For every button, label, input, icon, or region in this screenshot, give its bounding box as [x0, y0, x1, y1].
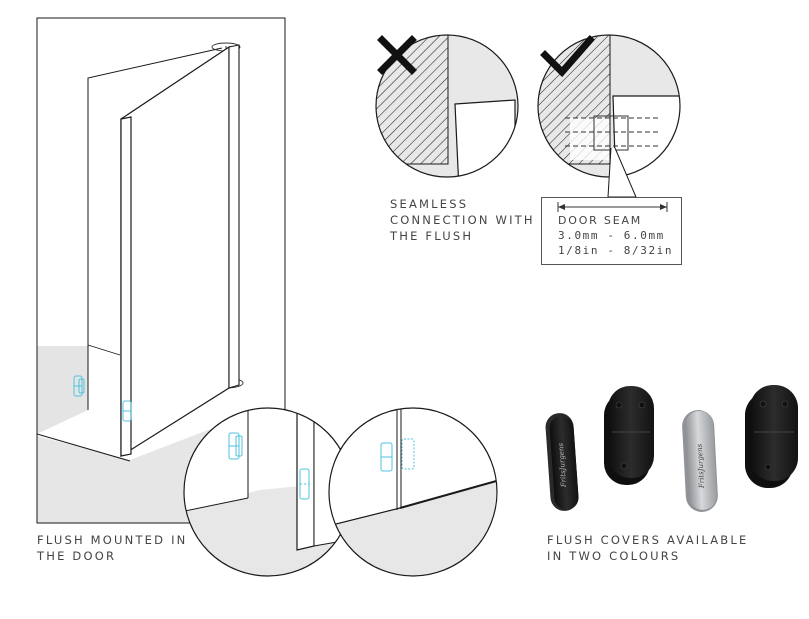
caption-seamless: SEAMLESS CONNECTION WITH THE FLUSH — [390, 196, 535, 244]
flush-covers-product: FritsJurgens FritsJurgens — [545, 385, 798, 512]
caption-flush-mounted: FLUSH MOUNTED IN THE DOOR — [37, 532, 187, 564]
caption-flush-mounted-line-2: THE DOOR — [37, 549, 117, 563]
black-magnet-block — [604, 386, 654, 485]
check-icon — [540, 35, 595, 78]
caption-seamless-line-1: SEAMLESS — [390, 197, 469, 211]
seam-width-arrow — [557, 202, 668, 212]
wall-flush-magnet — [73, 375, 85, 397]
black-magnet-block-2 — [745, 385, 798, 488]
door-seam-metric: 3.0mm - 6.0mm — [558, 229, 665, 242]
detail-circle-incorrect — [375, 34, 519, 178]
caption-seamless-line-2: CONNECTION WITH — [390, 213, 535, 227]
detail-circle-closed-door — [328, 407, 498, 577]
brand-logo-black: FritsJurgens — [557, 442, 568, 488]
room-frame — [36, 17, 286, 524]
brand-logo-steel: FritsJurgens — [696, 443, 706, 489]
door-flush-magnet — [122, 400, 132, 422]
door-panel-edge — [120, 116, 132, 457]
door-panel-face — [120, 45, 230, 458]
door-seam-title: DOOR SEAM — [558, 214, 643, 227]
caption-covers: FLUSH COVERS AVAILABLE IN TWO COLOURS — [547, 532, 748, 564]
caption-covers-line-1: FLUSH COVERS AVAILABLE — [547, 533, 749, 547]
floor-left-opening — [37, 346, 88, 434]
door-opening-frame — [87, 47, 223, 410]
caption-covers-line-2: IN TWO COLOURS — [547, 549, 681, 563]
caption-flush-mounted-line-1: FLUSH MOUNTED IN — [37, 533, 188, 547]
cross-icon — [377, 35, 417, 75]
door-seam-box: DOOR SEAM 3.0mm - 6.0mm 1/8in - 8/32in — [541, 197, 682, 265]
detail-circle-correct — [537, 34, 681, 198]
steel-flat-cover — [682, 410, 718, 512]
door-seam-imperial: 1/8in - 8/32in — [558, 244, 674, 257]
caption-seamless-line-3: THE FLUSH — [390, 229, 474, 243]
black-flat-cover — [545, 413, 579, 511]
